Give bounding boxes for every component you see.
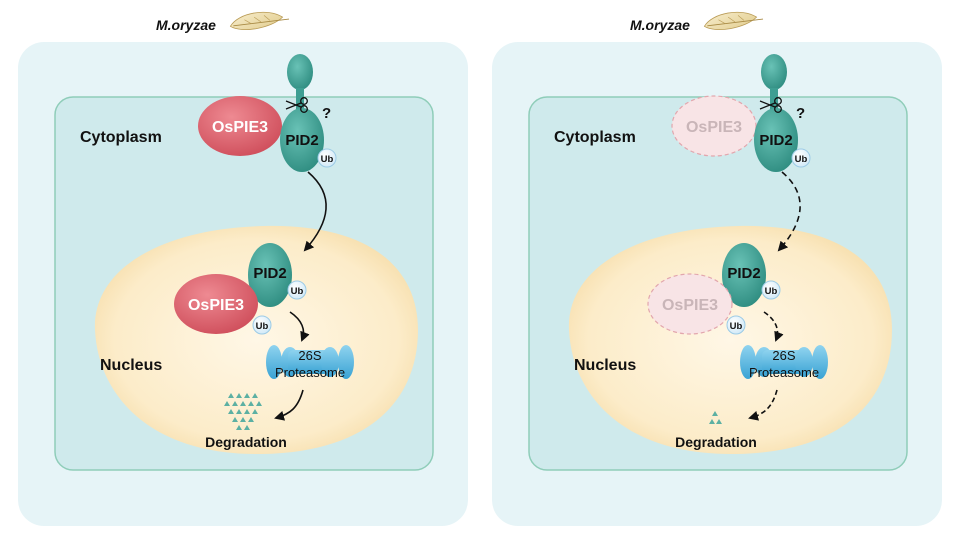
to-proteasome-arrow (289, 311, 310, 342)
ub-tag-cytoplasm-label: Ub (795, 154, 808, 165)
ospie3-cytoplasm-label: OsPIE3 (212, 119, 268, 136)
ospie3-nucleus-label: OsPIE3 (188, 297, 244, 314)
scissors-icon (759, 97, 782, 113)
to-degradation-arrow (274, 389, 304, 421)
pid2-nucleus-label: PID2 (727, 265, 760, 282)
translocation-arrow-dashed (777, 171, 801, 252)
pid2-extracellular-domain (287, 54, 313, 90)
peptide-fragments (709, 411, 722, 424)
pid2-nucleus-label: PID2 (253, 265, 286, 282)
ospie3-cytoplasm (198, 96, 282, 156)
proteasome-label-line2: Proteasome (275, 365, 345, 380)
nucleus-region (94, 225, 419, 455)
ub-tag-ospie3-nucleus (252, 315, 272, 335)
degradation-label: Degradation (675, 434, 757, 450)
ub-tag-ospie3-nucleus (726, 315, 746, 335)
proteasome-icon (740, 345, 828, 379)
nucleus-label: Nucleus (100, 357, 162, 374)
proteasome-label-line1: 26S (772, 348, 795, 363)
pid2-stalk (770, 88, 778, 110)
ub-tag-ospie3-nucleus-label: Ub (730, 321, 743, 332)
pid2-cytoplasm (754, 108, 798, 172)
ospie3-nucleus-label: OsPIE3 (662, 297, 718, 314)
ub-tag-pid2-nucleus-label: Ub (291, 286, 304, 297)
pid2-nucleus (722, 243, 766, 307)
ub-tag-cytoplasm-label: Ub (321, 154, 334, 165)
pid2-stalk (296, 88, 304, 110)
pid2-cytoplasm-label: PID2 (759, 132, 792, 149)
ub-tag-ospie3-nucleus-label: Ub (256, 321, 269, 332)
pid2-extracellular-domain (761, 54, 787, 90)
pid2-cytoplasm (280, 108, 324, 172)
pathogen-label: M.oryzae (156, 17, 216, 33)
proteasome-label-line1: 26S (298, 348, 321, 363)
ospie3-cytoplasm-faded (671, 95, 757, 157)
question-mark: ? (322, 105, 331, 122)
ub-tag-pid2-nucleus (287, 280, 307, 300)
question-mark: ? (796, 105, 805, 122)
degradation-label: Degradation (205, 434, 287, 450)
ub-tag-pid2-nucleus (761, 280, 781, 300)
scissors-icon (285, 97, 308, 113)
ospie3-nucleus (174, 274, 258, 334)
nucleus-label: Nucleus (574, 357, 636, 374)
pid2-cytoplasm-label: PID2 (285, 132, 318, 149)
panel-right: M.oryzae OsPIE3 PID2 ? Ub Cytoplasm PID2… (492, 11, 942, 526)
translocation-arrow (303, 171, 327, 252)
to-proteasome-arrow-dashed (763, 311, 784, 342)
nucleus-region (568, 225, 892, 455)
ub-tag-pid2-nucleus-label: Ub (765, 286, 778, 297)
ub-tag-cytoplasm (317, 148, 337, 168)
ospie3-cytoplasm-label: OsPIE3 (686, 119, 742, 136)
leaf-icon (229, 11, 290, 30)
cytoplasm-label: Cytoplasm (80, 129, 162, 146)
proteasome-icon (266, 345, 354, 379)
pid2-nucleus (248, 243, 292, 307)
peptide-fragments (224, 393, 262, 430)
ospie3-nucleus-faded (647, 273, 733, 335)
pathogen-label: M.oryzae (630, 17, 690, 33)
ub-tag-cytoplasm (791, 148, 811, 168)
cytoplasm-label: Cytoplasm (554, 129, 636, 146)
proteasome-label-line2: Proteasome (749, 365, 819, 380)
leaf-icon (703, 11, 764, 30)
to-degradation-arrow-dashed (748, 389, 778, 421)
panel-left: M.oryzae OsPIE3 PID2 ? Ub Cytoplasm PID2 (18, 11, 468, 526)
